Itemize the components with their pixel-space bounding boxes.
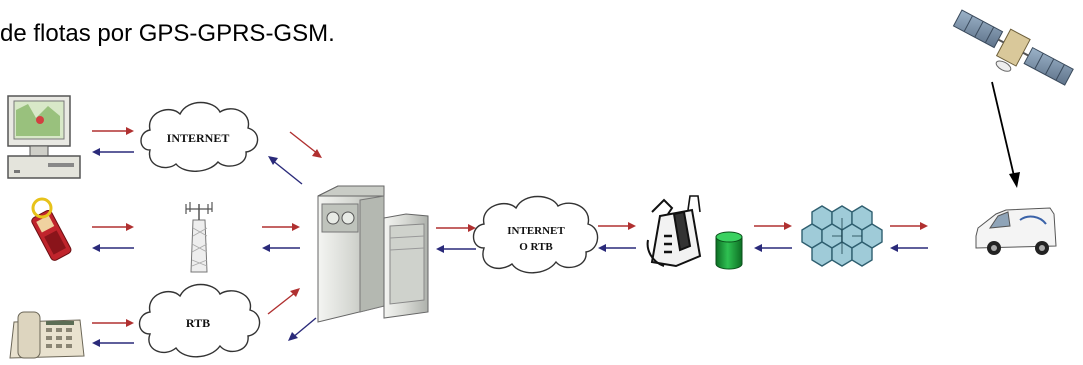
handheld-terminal-icon — [646, 195, 702, 268]
desk-phone-icon — [9, 311, 85, 359]
signal-glow-icon — [31, 197, 53, 219]
arrow-internet-to-computer — [92, 148, 134, 156]
satellite-icon — [952, 9, 1074, 86]
cell-tower-icon — [185, 202, 213, 273]
arrow-satellite-to-van — [991, 81, 1020, 188]
arrow-cloud-to-terminal — [598, 222, 636, 230]
arrow-tower-to-server — [262, 223, 300, 231]
mobile-phone-icon — [31, 209, 72, 261]
van-icon — [975, 207, 1057, 255]
arrow-phone-to-rtb — [92, 319, 134, 327]
computer-icon — [7, 95, 81, 179]
internet-cloud: INTERNET — [140, 101, 259, 172]
internet-rtb-cloud-label-line1: INTERNET — [507, 225, 565, 237]
rtb-cloud-label: RTB — [186, 316, 210, 330]
arrow-rtb-to-phone — [92, 339, 134, 347]
rtb-cloud: RTB — [138, 283, 261, 358]
arrow-internet-rtb-to-server — [436, 245, 476, 253]
arrow-server-to-internet — [268, 156, 303, 185]
arrow-cylinder-to-network — [754, 222, 792, 230]
arrow-rtb-to-server — [267, 288, 300, 315]
internet-rtb-cloud-label-line2: O RTB — [519, 241, 553, 253]
arrow-server-to-internet-rtb — [436, 224, 476, 232]
arrow-van-to-network — [890, 244, 928, 252]
arrow-network-to-van — [890, 222, 928, 230]
arrow-server-to-rtb — [288, 317, 317, 341]
internet-cloud-label: INTERNET — [167, 131, 230, 145]
gsm-cell-network-icon — [801, 205, 883, 267]
arrow-internet-to-server — [289, 131, 322, 158]
arrow-terminal-to-cloud — [598, 244, 636, 252]
arrow-tower-to-mobile — [92, 244, 134, 252]
arrow-computer-to-internet — [92, 127, 134, 135]
server-icon — [317, 185, 429, 323]
arrow-server-to-tower — [262, 244, 300, 252]
internet-rtb-cloud: INTERNET O RTB — [472, 195, 599, 274]
database-cylinder-icon — [715, 231, 743, 270]
arrow-network-to-cylinder — [754, 244, 792, 252]
arrow-mobile-to-tower — [92, 223, 134, 231]
page-title: de flotas por GPS-GPRS-GSM. — [0, 20, 335, 47]
